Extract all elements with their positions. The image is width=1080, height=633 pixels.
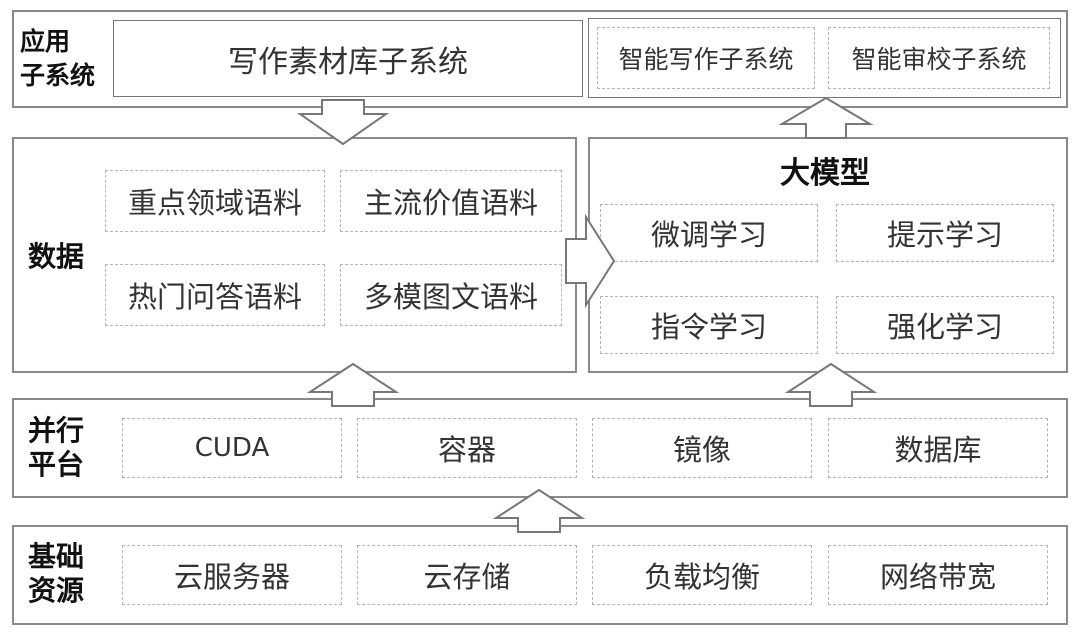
smart-writing-subsystem: 智能写作子系统 <box>597 27 815 89</box>
arrow-right-data-to-model <box>565 213 616 309</box>
platform-item-database: 数据库 <box>828 418 1048 478</box>
data-item-multimodal-corpus: 多模图文语料 <box>340 264 562 326</box>
model-layer-title: 大模型 <box>780 156 870 191</box>
platform-layer-label: 并行 平台 <box>28 414 84 482</box>
model-item-finetune: 微调学习 <box>600 204 818 262</box>
model-item-instruction: 指令学习 <box>600 296 818 354</box>
arrow-down-app-to-data <box>296 99 390 146</box>
infra-item-cloud-storage: 云存储 <box>357 545 577 605</box>
data-layer-label: 数据 <box>28 240 85 273</box>
platform-layer-label-line2: 平台 <box>28 448 85 481</box>
app-layer-label-line1: 应用 <box>20 27 71 56</box>
model-item-prompt: 提示学习 <box>836 204 1054 262</box>
app-layer-label-line2: 子系统 <box>20 61 96 90</box>
data-item-mainstream-value-corpus: 主流价值语料 <box>340 170 562 232</box>
infra-item-load-balancing: 负载均衡 <box>592 545 812 605</box>
arrow-up-model-to-app <box>778 96 874 139</box>
infra-layer-label-line1: 基础 <box>28 540 85 573</box>
platform-item-cuda: CUDA <box>122 418 342 478</box>
platform-item-container: 容器 <box>357 418 577 478</box>
data-item-hot-qa-corpus: 热门问答语料 <box>105 264 325 326</box>
app-layer-label: 应用 子系统 <box>20 25 95 93</box>
infra-layer-label-line2: 资源 <box>28 574 85 607</box>
smart-proofreading-subsystem: 智能审校子系统 <box>828 27 1050 89</box>
infra-layer-label: 基础 资源 <box>28 540 84 608</box>
infra-item-cloud-server: 云服务器 <box>122 545 342 605</box>
platform-item-image: 镜像 <box>592 418 812 478</box>
infra-item-network-bandwidth: 网络带宽 <box>828 545 1048 605</box>
arrow-up-platform-to-data <box>306 362 400 407</box>
writing-material-subsystem: 写作素材库子系统 <box>113 20 583 97</box>
platform-layer-label-line1: 并行 <box>28 414 85 447</box>
arrow-up-platform-to-model <box>784 362 878 407</box>
model-item-reinforcement: 强化学习 <box>836 296 1054 354</box>
arrow-up-infra-to-platform <box>492 488 586 533</box>
data-item-key-domain-corpus: 重点领域语料 <box>105 170 325 232</box>
